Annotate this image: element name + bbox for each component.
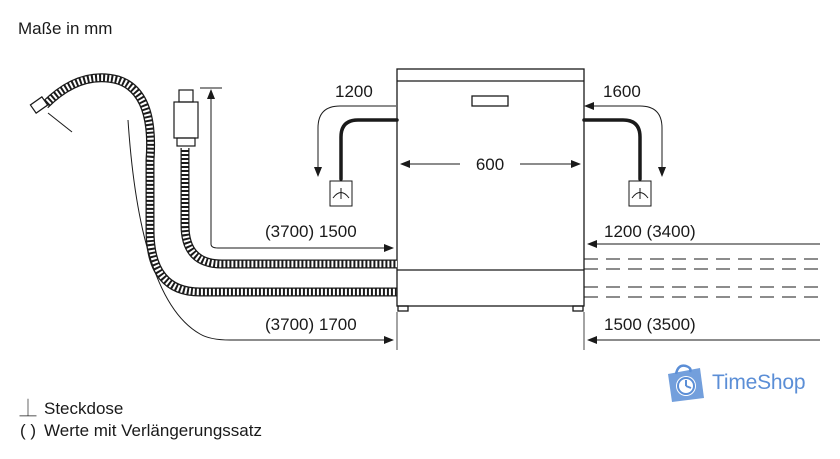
timeshop-logo: TimeShop [662,362,806,404]
left-drain-dimension [127,119,394,344]
width-label: 600 [476,155,504,174]
tap-height-marker [200,87,222,240]
right-cable-reach-arrow [584,102,666,177]
left-cable-reach-arrow [314,105,396,177]
right-inlet-label: 1200 (3400) [604,222,696,241]
right-cable-label: 1600 [603,82,641,101]
legend-socket: ⏊ Steckdose [18,398,262,420]
legend: ⏊ Steckdose ( ) Werte mit Verlängerungss… [18,398,262,442]
aqua-stop-valve-icon [173,89,199,147]
left-drain-label: (3700) 1700 [265,315,357,334]
socket-left-icon [329,180,353,207]
units-title: Maße in mm [18,19,113,38]
socket-right-icon [628,180,652,207]
drain-hose [29,73,397,297]
right-drain-label: 1500 (3500) [604,315,696,334]
left-inlet-dimension [210,238,394,252]
shopping-bag-clock-icon [668,364,704,402]
extension-lines [396,312,585,350]
left-cable-label: 1200 [335,82,373,101]
left-inlet-label: (3700) 1500 [265,222,357,241]
dishwasher-outline [396,68,585,312]
logo-text: TimeShop [712,371,806,394]
inlet-hose [180,148,397,269]
right-hoses [584,258,820,298]
legend-extension: ( ) Werte mit Verlängerungssatz [18,420,262,442]
legend-extension-label: Werte mit Verlängerungssatz [44,421,262,440]
paren-symbol: ( ) [19,421,37,440]
power-cables [339,118,642,181]
socket-symbol-icon: ⏊ [19,399,37,418]
legend-socket-label: Steckdose [44,399,124,418]
